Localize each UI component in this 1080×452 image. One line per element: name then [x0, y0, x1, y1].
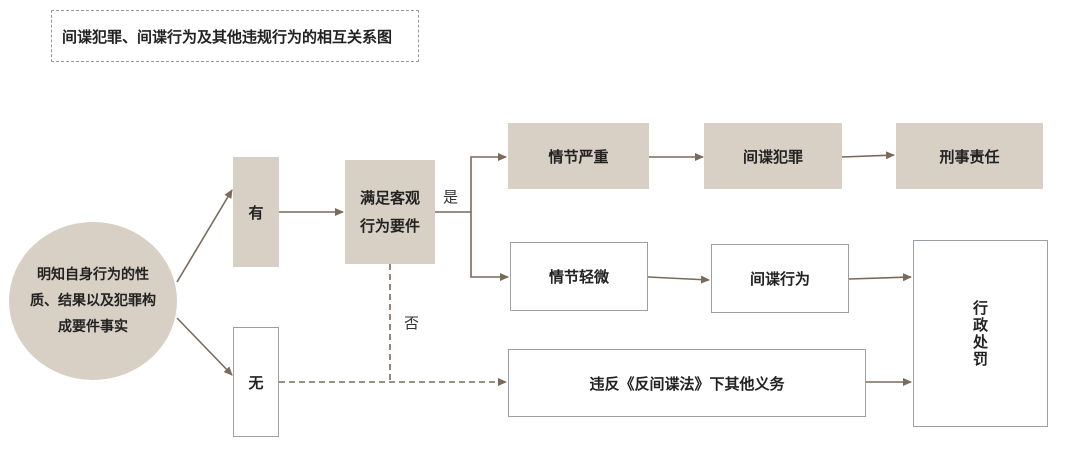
- arrow-start-to-yes: [176, 189, 233, 283]
- node-minor: 情节轻微: [510, 242, 648, 311]
- node-yes: 有: [233, 157, 279, 267]
- arrow-minor-to-act: [647, 275, 710, 284]
- arrow-to-serious: [470, 153, 507, 212]
- node-espionage-crime: 间谍犯罪: [704, 123, 842, 189]
- label-no: 否: [404, 314, 420, 332]
- node-criminal-liability: 刑事责任: [896, 123, 1043, 189]
- arrow-start-to-no: [176, 317, 233, 376]
- arrow-crime-to-liability: [841, 151, 895, 160]
- node-condition: 满足客观行为要件: [345, 160, 435, 264]
- node-admin-penalty: 行政处罚: [913, 240, 1048, 427]
- diagram-title: 间谍犯罪、间谍行为及其他违规行为的相互关系图: [51, 10, 419, 62]
- node-no: 无: [233, 327, 279, 437]
- node-other-violation: 违反《反间谍法》下其他义务: [508, 349, 866, 417]
- start-node: 明知自身行为的性质、结果以及犯罪构成要件事实: [9, 222, 177, 380]
- arrow-act-to-penalty: [848, 273, 912, 282]
- label-yes: 是: [443, 188, 459, 206]
- node-serious: 情节严重: [508, 123, 649, 189]
- arrow-to-minor: [470, 212, 509, 281]
- node-espionage-act: 间谍行为: [711, 244, 849, 313]
